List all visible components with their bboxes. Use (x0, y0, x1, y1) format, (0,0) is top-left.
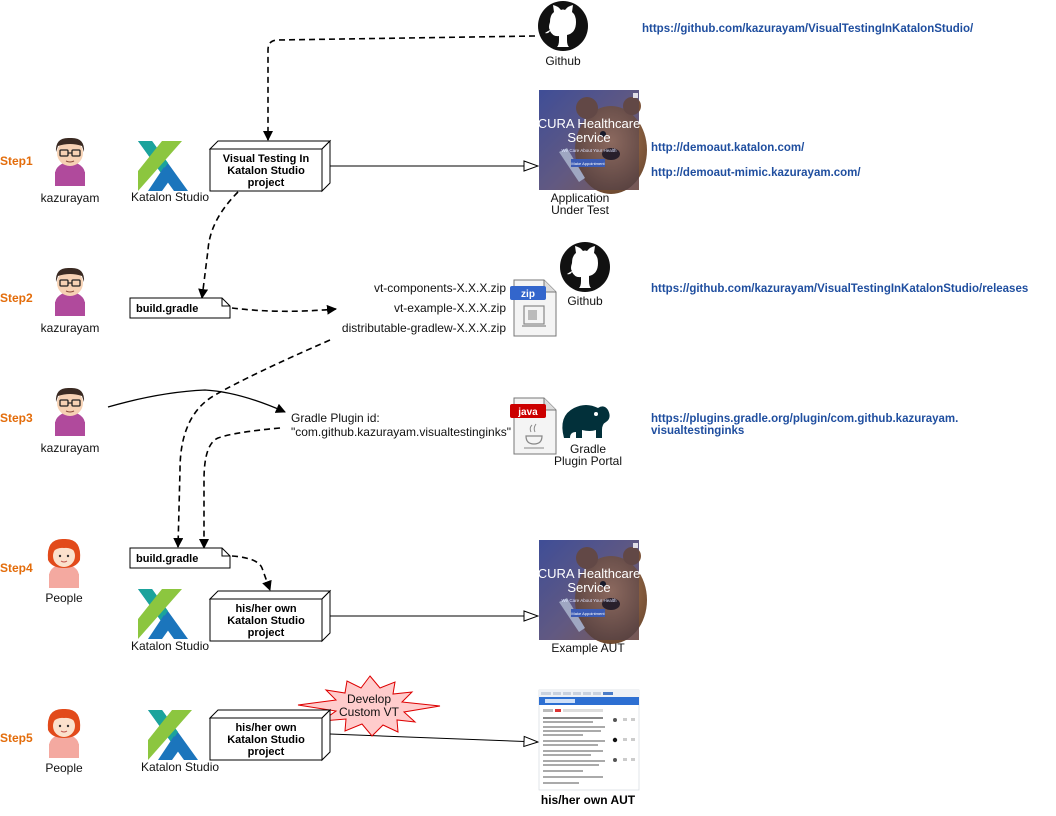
project-line-1: his/her own (235, 722, 296, 734)
github-top: Github https://github.com/kazurayam/Visu… (538, 1, 974, 68)
katalon-label: Katalon Studio (141, 760, 219, 774)
github-top-url[interactable]: https://github.com/kazurayam/VisualTesti… (642, 23, 974, 35)
github-releases-label: Github (567, 294, 603, 308)
zip-file-icon: zip (510, 279, 557, 337)
burst-line-2: Custom VT (339, 705, 400, 719)
github-icon (538, 1, 588, 51)
actor-label: kazurayam (41, 441, 100, 455)
edge-zips-to-buildgradle4 (173, 339, 331, 548)
aut4-button: Make Appointment (571, 611, 605, 616)
plugin-url-line-2[interactable]: visualtestinginks (651, 425, 744, 437)
actor-label: kazurayam (41, 191, 100, 205)
step1-label: Step1 (0, 154, 33, 168)
project-line-2: Katalon Studio (227, 615, 305, 627)
aut1-subtitle: We Care About Your Health (562, 148, 617, 153)
actor-label: kazurayam (41, 321, 100, 335)
project-line-3: project (248, 746, 285, 758)
avatar (54, 137, 86, 187)
zip-file-3: distributable-gradlew-X.X.X.zip (342, 321, 506, 335)
katalon-logo-icon (138, 589, 188, 639)
avatar (54, 387, 86, 437)
aut1-title-2: Service (567, 130, 610, 145)
own-aut-screenshot (538, 689, 640, 791)
aut1-button: Make Appointment (571, 161, 605, 166)
github-releases-url[interactable]: https://github.com/kazurayam/VisualTesti… (651, 283, 1028, 295)
plugin-url-line-1[interactable]: https://plugins.gradle.org/plugin/com.gi… (651, 413, 958, 425)
build-gradle-note-4[interactable]: build.gradle (129, 547, 231, 569)
step5-row: Step5 People Katalon Studio Develop Cust… (0, 675, 640, 807)
avatar (47, 538, 81, 589)
github-top-label: Github (545, 54, 581, 68)
edge-project5-to-aut5 (329, 733, 538, 742)
edge-buildgradle4-to-project4 (231, 555, 272, 591)
actor-label: People (45, 591, 83, 605)
step2-label: Step2 (0, 291, 33, 305)
burst-line-1: Develop (347, 692, 391, 706)
project-line-3: project (248, 627, 285, 639)
project-line-2: Katalon Studio (227, 734, 305, 746)
project-line-3: project (248, 177, 285, 189)
step4-label: Step4 (0, 561, 33, 575)
katalon-logo-icon (148, 710, 198, 760)
aut1-url-1[interactable]: http://demoaut.katalon.com/ (651, 142, 805, 154)
katalon-label: Katalon Studio (131, 190, 209, 204)
aut4-title-2: Service (567, 580, 610, 595)
actor-label: People (45, 761, 83, 775)
java-badge: java (517, 407, 538, 418)
project-line-2: Katalon Studio (227, 165, 305, 177)
project-box-1[interactable]: Visual Testing In Katalon Studio project (209, 140, 331, 192)
own-aut-label: his/her own AUT (541, 793, 636, 807)
build-gradle-label: build.gradle (136, 553, 198, 565)
step2-row: Step2 kazurayam build.gradle vt-componen… (0, 242, 1028, 337)
edge-kazurayam-to-plugin (107, 389, 286, 413)
plugin-id-line-2: "com.github.kazurayam.visualtestinginks" (291, 425, 511, 439)
step5-label: Step5 (0, 731, 33, 745)
zip-badge: zip (521, 289, 535, 300)
aut1-label-1: Application (551, 191, 610, 205)
project-box-4[interactable]: his/her own Katalon Studio project (209, 590, 331, 642)
step3-row: Step3 kazurayam Gradle Plugin id: "com.g… (0, 387, 958, 468)
avatar (54, 267, 86, 317)
edge-github-to-project (263, 35, 536, 141)
project-line-1: his/her own (235, 603, 296, 615)
edge-project-to-buildgradle (198, 191, 239, 299)
avatar (47, 708, 81, 759)
aut1-label-2: Under Test (551, 203, 609, 217)
step1-row: Step1 kazurayam Katalon Studio Visual Te… (0, 90, 861, 217)
aut-screenshot-4: CURA Healthcare Service We Care About Yo… (538, 540, 647, 644)
step3-label: Step3 (0, 411, 33, 425)
aut1-url-2[interactable]: http://demoaut-mimic.kazurayam.com/ (651, 167, 861, 179)
connectors (107, 35, 538, 742)
example-aut-label: Example AUT (551, 641, 625, 655)
aut-screenshot-1: CURA Healthcare Service We Care About Yo… (538, 90, 647, 194)
java-file-icon: java (510, 397, 557, 455)
zip-file-1: vt-components-X.X.X.zip (374, 281, 506, 295)
katalon-label: Katalon Studio (131, 639, 209, 653)
build-gradle-label: build.gradle (136, 303, 198, 315)
github-icon (560, 242, 610, 292)
zip-file-2: vt-example-X.X.X.zip (394, 301, 506, 315)
step4-row: Step4 People build.gradle Katalon Studio… (0, 538, 647, 655)
edge-plugin-to-buildgradle4 (199, 427, 281, 549)
build-gradle-note-2[interactable]: build.gradle (129, 297, 231, 319)
aut1-title-1: CURA Healthcare (538, 116, 641, 131)
aut4-title-1: CURA Healthcare (538, 566, 641, 581)
project-box-5[interactable]: his/her own Katalon Studio project (209, 709, 331, 761)
aut4-subtitle: We Care About Your Health (562, 598, 617, 603)
gradle-portal-label-2: Plugin Portal (554, 454, 622, 468)
plugin-id-line-1: Gradle Plugin id: (291, 411, 380, 425)
project-line-1: Visual Testing In (223, 153, 310, 165)
edge-buildgradle-to-zips (231, 304, 337, 315)
katalon-logo-icon (138, 141, 188, 191)
gradle-elephant-icon (562, 405, 610, 438)
gradle-portal-label-1: Gradle (570, 442, 606, 456)
develop-burst: Develop Custom VT (297, 675, 441, 737)
